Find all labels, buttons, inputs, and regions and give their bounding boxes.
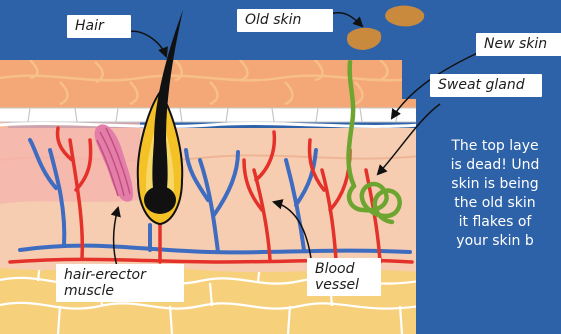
label-sweat-gland: Sweat gland — [430, 74, 542, 97]
label-hair: Hair — [67, 15, 131, 38]
body-text: The top laye is dead! Und skin is being … — [420, 137, 561, 251]
label-blood-vessel: Blood vessel — [307, 258, 381, 296]
label-new-skin: New skin — [476, 33, 561, 56]
white-band — [0, 108, 420, 122]
hair-bulb — [144, 186, 176, 214]
label-old-skin: Old skin — [237, 9, 333, 32]
label-hair-erector-muscle: hair-erector muscle — [56, 264, 184, 302]
